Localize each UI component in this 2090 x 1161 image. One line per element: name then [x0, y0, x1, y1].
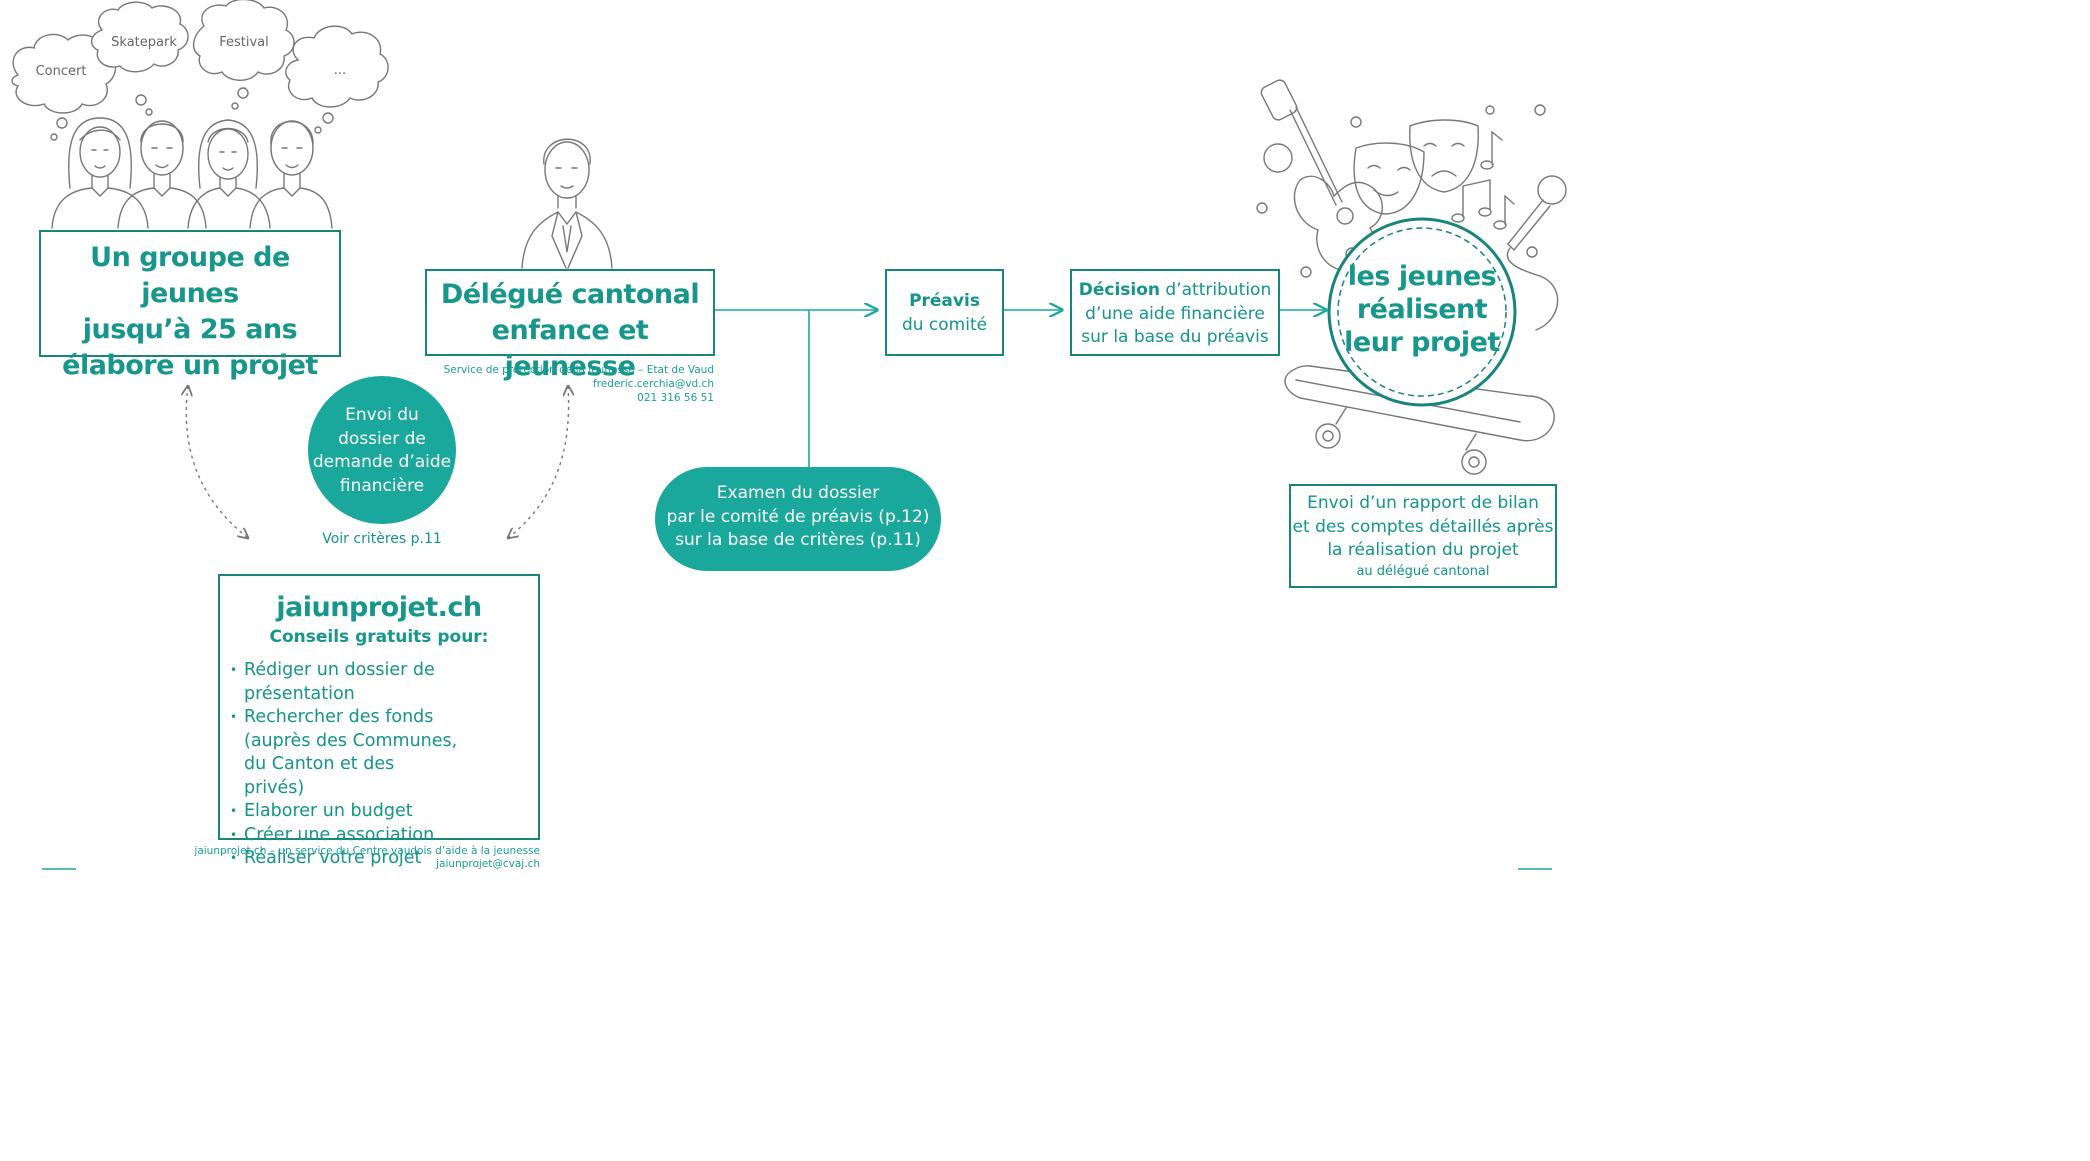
- realisent-line: les jeunes: [1347, 261, 1497, 292]
- cloud-festival: [193, 0, 295, 81]
- cloud-label-concert: Concert: [35, 64, 87, 79]
- decision-line: d’une aide financière: [1085, 303, 1265, 324]
- group-box: Un groupe de jeunes jusqu’à 25 ans élabo…: [39, 230, 341, 381]
- thought-clouds: [11, 0, 389, 141]
- envoi-line: dossier de: [338, 428, 426, 449]
- list-item: •Créer une association: [230, 824, 435, 845]
- dashed-delegate-to-jaiunprojet: [508, 386, 569, 538]
- creative-illustration: [1256, 79, 1567, 475]
- delegate-box: Délégué cantonal enfance et jeunesse: [425, 269, 715, 382]
- bubble-dot: [56, 117, 68, 129]
- envoi-line: demande d’aide: [312, 452, 452, 472]
- bubble-dot: [145, 108, 153, 116]
- examen-line: sur la base de critères (p.11): [675, 530, 921, 550]
- realisent-line: leur projet: [1344, 327, 1500, 358]
- bubble-dot: [237, 87, 249, 99]
- list-item: •Rédiger un dossier de présentation: [230, 660, 435, 704]
- jaiunprojet-footer-line: jaiunprojet.ch – un service du Centre va…: [194, 845, 540, 857]
- jaiunprojet-title[interactable]: jaiunprojet.ch: [276, 592, 482, 623]
- bubble-dot: [231, 102, 239, 110]
- realisent-circle-shape: [1327, 217, 1517, 407]
- rapport-line: et des comptes détaillés après: [1292, 516, 1554, 537]
- envoi-line: financière: [339, 475, 425, 496]
- envoi-line: Envoi du: [345, 405, 419, 425]
- delegate-service: Service de protection de la jeunesse – E…: [443, 364, 714, 376]
- bubble-dot: [135, 94, 147, 106]
- jaiunprojet-footer-email[interactable]: jaiunprojet@cvaj.ch: [436, 858, 540, 870]
- dashed-connectors: [186, 386, 568, 538]
- youth-group-illustration: [51, 117, 333, 229]
- preavis-bold: Préavis: [909, 291, 980, 311]
- delegate-email[interactable]: frederic.cerchia@vd.ch: [593, 378, 714, 390]
- delegate-contact: Service de protection de la jeunesse – E…: [430, 363, 714, 405]
- theatre-masks-icon: [1353, 119, 1479, 215]
- dashed-group-to-jaiunprojet: [186, 386, 248, 538]
- cloud-concert: [11, 33, 117, 114]
- bubble-dot: [322, 112, 334, 124]
- jaiunprojet-subtitle: Conseils gratuits pour:: [269, 627, 489, 647]
- delegate-title-line: enfance et jeunesse: [491, 315, 649, 382]
- rapport-line: la réalisation du projet: [1327, 540, 1519, 560]
- examen-pill: Examen du dossier par le comité de préav…: [655, 467, 941, 571]
- decision-line: Décision d’attribution: [1072, 279, 1278, 303]
- music-notes-icon: [1451, 130, 1515, 230]
- examen-line: Examen du dossier: [716, 483, 880, 503]
- cloud-more: [285, 25, 389, 108]
- guitar-icon: [1260, 79, 1384, 272]
- cloud-skatepark: [91, 1, 189, 73]
- decision-rest: d’attribution: [1160, 280, 1272, 300]
- group-title-line: Un groupe de jeunes: [90, 242, 290, 309]
- group-title-line: élabore un projet: [62, 350, 318, 381]
- list-item: •Réaliser votre projet: [230, 848, 422, 868]
- rapport-line: Envoi d’un rapport de bilan: [1307, 493, 1539, 513]
- rapport-small: au délégué cantonal: [1356, 563, 1490, 579]
- preavis-rest: du comité: [901, 315, 988, 335]
- decision-line: sur la base du préavis: [1081, 327, 1269, 347]
- preavis-box: Préavis du comité: [885, 269, 1004, 356]
- person-4: [249, 120, 333, 229]
- microphone-icon: [1506, 175, 1567, 331]
- delegate-title-line: Délégué cantonal: [440, 279, 700, 310]
- rapport-box: Envoi d’un rapport de bilan et des compt…: [1289, 484, 1557, 588]
- person-3: [187, 119, 271, 229]
- diagram-canvas: [11, 0, 1567, 870]
- group-title: Un groupe de jeunes jusqu’à 25 ans élabo…: [41, 240, 339, 384]
- bubble-dot: [50, 133, 58, 141]
- examen-line: par le comité de préavis (p.12): [666, 506, 930, 527]
- cloud-label-festival: Festival: [219, 35, 269, 50]
- jaiunprojet-footer: jaiunprojet.ch – un service du Centre va…: [160, 845, 540, 871]
- delegate-phone: 021 316 56 51: [637, 392, 714, 404]
- envoi-circle: Envoi du dossier de demande d’aide finan…: [308, 376, 456, 524]
- cloud-label-more: ...: [333, 63, 347, 78]
- person-1: [51, 117, 149, 229]
- bubble-dot: [314, 126, 322, 134]
- jaiunprojet-list: •Rédiger un dossier de présentation •Rec…: [230, 659, 538, 871]
- list-item: •Rechercher des fonds (auprès des Commun…: [230, 707, 458, 798]
- delegate-illustration: [521, 138, 613, 269]
- person-2: [117, 120, 207, 229]
- realisent-line: réalisent: [1356, 294, 1488, 325]
- decision-bold: Décision: [1078, 280, 1161, 300]
- envoi-note: Voir critères p.11: [322, 531, 442, 547]
- realisent-text: les jeunes réalisent leur projet: [1330, 260, 1514, 359]
- group-title-line: jusqu’à 25 ans: [82, 314, 298, 345]
- list-item: •Elaborer un budget: [230, 801, 413, 821]
- cloud-label-skatepark: Skatepark: [111, 35, 177, 50]
- decision-box: Décision d’attribution d’une aide financ…: [1070, 269, 1280, 356]
- jaiunprojet-box: jaiunprojet.ch Conseils gratuits pour: •…: [218, 574, 540, 868]
- flow-connectors: [714, 310, 1326, 470]
- delegate-title: Délégué cantonal enfance et jeunesse: [427, 277, 713, 385]
